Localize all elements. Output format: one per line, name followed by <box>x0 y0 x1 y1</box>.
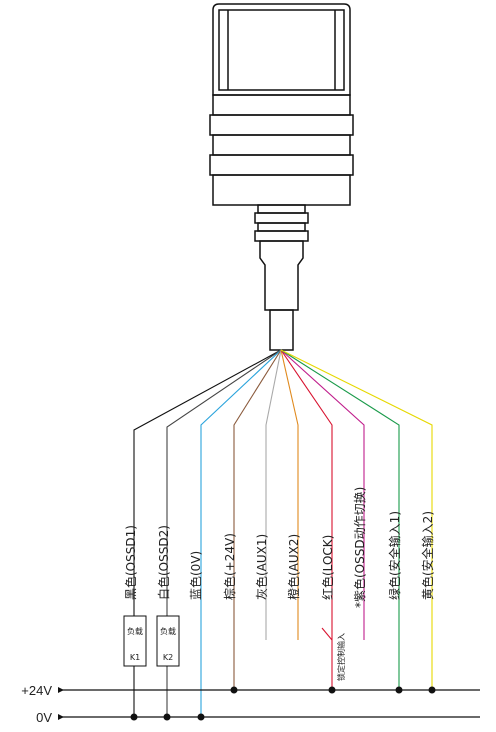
load-k1-label-top: 负载 <box>127 626 143 636</box>
wire-orange <box>280 349 299 640</box>
load-k1-id: K1 <box>130 653 140 662</box>
wire-label-purple: *紫色(OSSD动作切换) <box>353 487 367 608</box>
lock-switch-stub <box>321 627 333 641</box>
wire-labels: 黑色(OSSD1) 白色(OSSD2) 蓝色(0V) 棕色(+24V) 灰色(AUX1)… <box>124 487 435 608</box>
lock-control-note: 锁定控制输入 <box>336 633 346 681</box>
wire-gray <box>265 349 282 640</box>
rail-plus24v-label: +24V <box>21 683 52 698</box>
load-k2: 负载 K2 <box>156 615 180 667</box>
connector-device <box>209 3 354 351</box>
load-k2-id: K2 <box>163 653 173 662</box>
wire-green <box>280 349 400 690</box>
wire-label-black: 黑色(OSSD1) <box>124 525 138 600</box>
wire-blue <box>200 349 282 717</box>
load-k2-label-top: 负载 <box>160 626 176 636</box>
rail-plus24v: +24V <box>21 683 480 698</box>
wire-label-orange: 橙色(AUX2) <box>286 534 301 600</box>
wire-red <box>280 349 333 690</box>
rail-0v-label: 0V <box>36 710 52 725</box>
wire-label-yellow: 黄色(安全输入2) <box>420 511 435 600</box>
wire-brown <box>233 349 282 690</box>
load-k1: 负载 K1 <box>123 615 147 667</box>
wire-purple <box>280 349 365 640</box>
rail-0v: 0V <box>36 710 480 725</box>
wire-label-blue: 蓝色(0V) <box>189 551 203 600</box>
wire-label-green: 绿色(安全输入1) <box>387 511 402 600</box>
wire-label-brown: 棕色(+24V) <box>222 533 237 600</box>
wire-label-gray: 灰色(AUX1) <box>255 534 269 600</box>
wire-yellow <box>280 349 433 690</box>
wire-label-red: 红色(LOCK) <box>320 535 335 600</box>
wire-label-white: 白色(OSSD2) <box>156 525 171 600</box>
